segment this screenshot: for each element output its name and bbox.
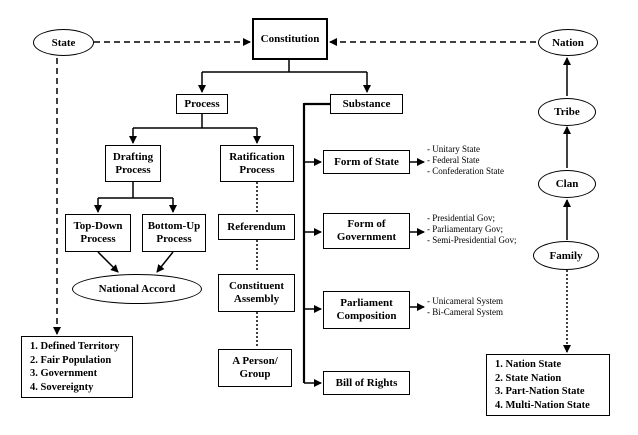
parliament-composition-node: Parliament Composition: [323, 291, 410, 329]
parliament-notes: - Unicameral System - Bi-Cameral System: [427, 296, 503, 317]
process-node: Process: [176, 94, 228, 114]
form-of-state-node: Form of State: [323, 150, 410, 174]
referendum-node: Referendum: [218, 214, 295, 240]
person-group-node: A Person/ Group: [218, 349, 292, 387]
constituent-assembly-node: Constituent Assembly: [218, 274, 295, 312]
state-criteria-list: 1. Defined Territory 2. Fair Population …: [21, 336, 133, 398]
bill-of-rights-node: Bill of Rights: [323, 371, 410, 395]
nation-types-list: 1. Nation State 2. State Nation 3. Part-…: [486, 354, 610, 416]
form-of-state-notes: - Unitary State - Federal State - Confed…: [427, 144, 504, 176]
top-down-process-node: Top-Down Process: [65, 214, 131, 252]
state-node: State: [33, 29, 94, 56]
family-node: Family: [533, 241, 599, 270]
form-of-government-node: Form of Government: [323, 213, 410, 249]
clan-node: Clan: [538, 170, 596, 198]
tribe-node: Tribe: [538, 98, 596, 126]
ratification-process-node: Ratification Process: [220, 145, 294, 182]
national-accord-node: National Accord: [72, 274, 202, 304]
constitution-node: Constitution: [252, 18, 328, 60]
bottom-up-process-node: Bottom-Up Process: [142, 214, 206, 252]
form-of-government-notes: - Presidential Gov; - Parliamentary Gov;…: [427, 213, 517, 245]
substance-node: Substance: [330, 94, 403, 114]
nation-node: Nation: [538, 29, 598, 56]
drafting-process-node: Drafting Process: [105, 145, 161, 182]
